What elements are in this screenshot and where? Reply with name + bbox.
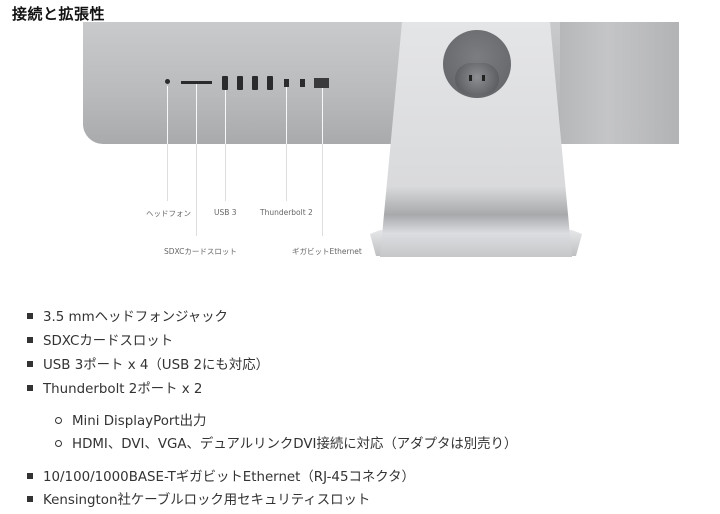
- imac-back-panel-right: [560, 22, 679, 144]
- list-item: Kensington社ケーブルロック用セキュリティスロット: [27, 488, 370, 508]
- usb-port-icon: [252, 76, 258, 90]
- headphone-port-icon: [165, 79, 170, 84]
- callout-ethernet: ギガビットEthernet: [292, 247, 362, 256]
- leader-line: [286, 87, 287, 144]
- callout-thunderbolt: Thunderbolt 2: [260, 208, 313, 217]
- leader-line: [322, 144, 323, 236]
- list-item: 3.5 mmヘッドフォンジャック: [27, 305, 228, 325]
- leader-line: [225, 90, 226, 144]
- leader-line: [167, 86, 168, 201]
- leader-line: [196, 144, 197, 236]
- leader-line: [225, 144, 226, 201]
- thunderbolt-port-icon: [300, 79, 305, 87]
- list-item: 10/100/1000BASE-TギガビットEthernet（RJ-45コネクタ…: [27, 465, 415, 485]
- power-port-icon: [455, 63, 499, 95]
- callout-usb3: USB 3: [214, 208, 237, 217]
- list-item: SDXCカードスロット: [27, 329, 173, 349]
- imac-rear-ports-illustration: ヘッドフォン USB 3 Thunderbolt 2 SDXCカードスロット ギ…: [83, 22, 679, 257]
- leader-line: [167, 144, 168, 201]
- list-item: USB 3ポート x 4（USB 2にも対応）: [27, 353, 269, 373]
- leader-line: [322, 88, 323, 144]
- ethernet-port-icon: [314, 78, 329, 88]
- section-title: 接続と拡張性: [12, 5, 106, 23]
- square-bullet-icon: [27, 313, 33, 319]
- square-bullet-icon: [27, 473, 33, 479]
- callout-headphone: ヘッドフォン: [146, 209, 191, 218]
- square-bullet-icon: [27, 385, 33, 391]
- square-bullet-icon: [27, 337, 33, 343]
- square-bullet-icon: [27, 361, 33, 367]
- leader-line: [286, 144, 287, 201]
- usb-port-icon: [237, 76, 243, 90]
- sub-list-item: HDMI、DVI、VGA、デュアルリンクDVI接続に対応（アダプタは別売り）: [55, 432, 517, 452]
- leader-line: [196, 84, 197, 144]
- circle-bullet-icon: [55, 416, 62, 424]
- list-item: Thunderbolt 2ポート x 2: [27, 377, 202, 397]
- usb-port-icon: [222, 76, 228, 90]
- thunderbolt-port-icon: [284, 79, 289, 87]
- sub-list-item: Mini DisplayPort出力: [55, 409, 206, 429]
- usb-port-icon: [267, 76, 273, 90]
- sdxc-slot-icon: [181, 81, 212, 84]
- callout-sdxc: SDXCカードスロット: [164, 247, 237, 256]
- square-bullet-icon: [27, 496, 33, 502]
- circle-bullet-icon: [55, 439, 62, 447]
